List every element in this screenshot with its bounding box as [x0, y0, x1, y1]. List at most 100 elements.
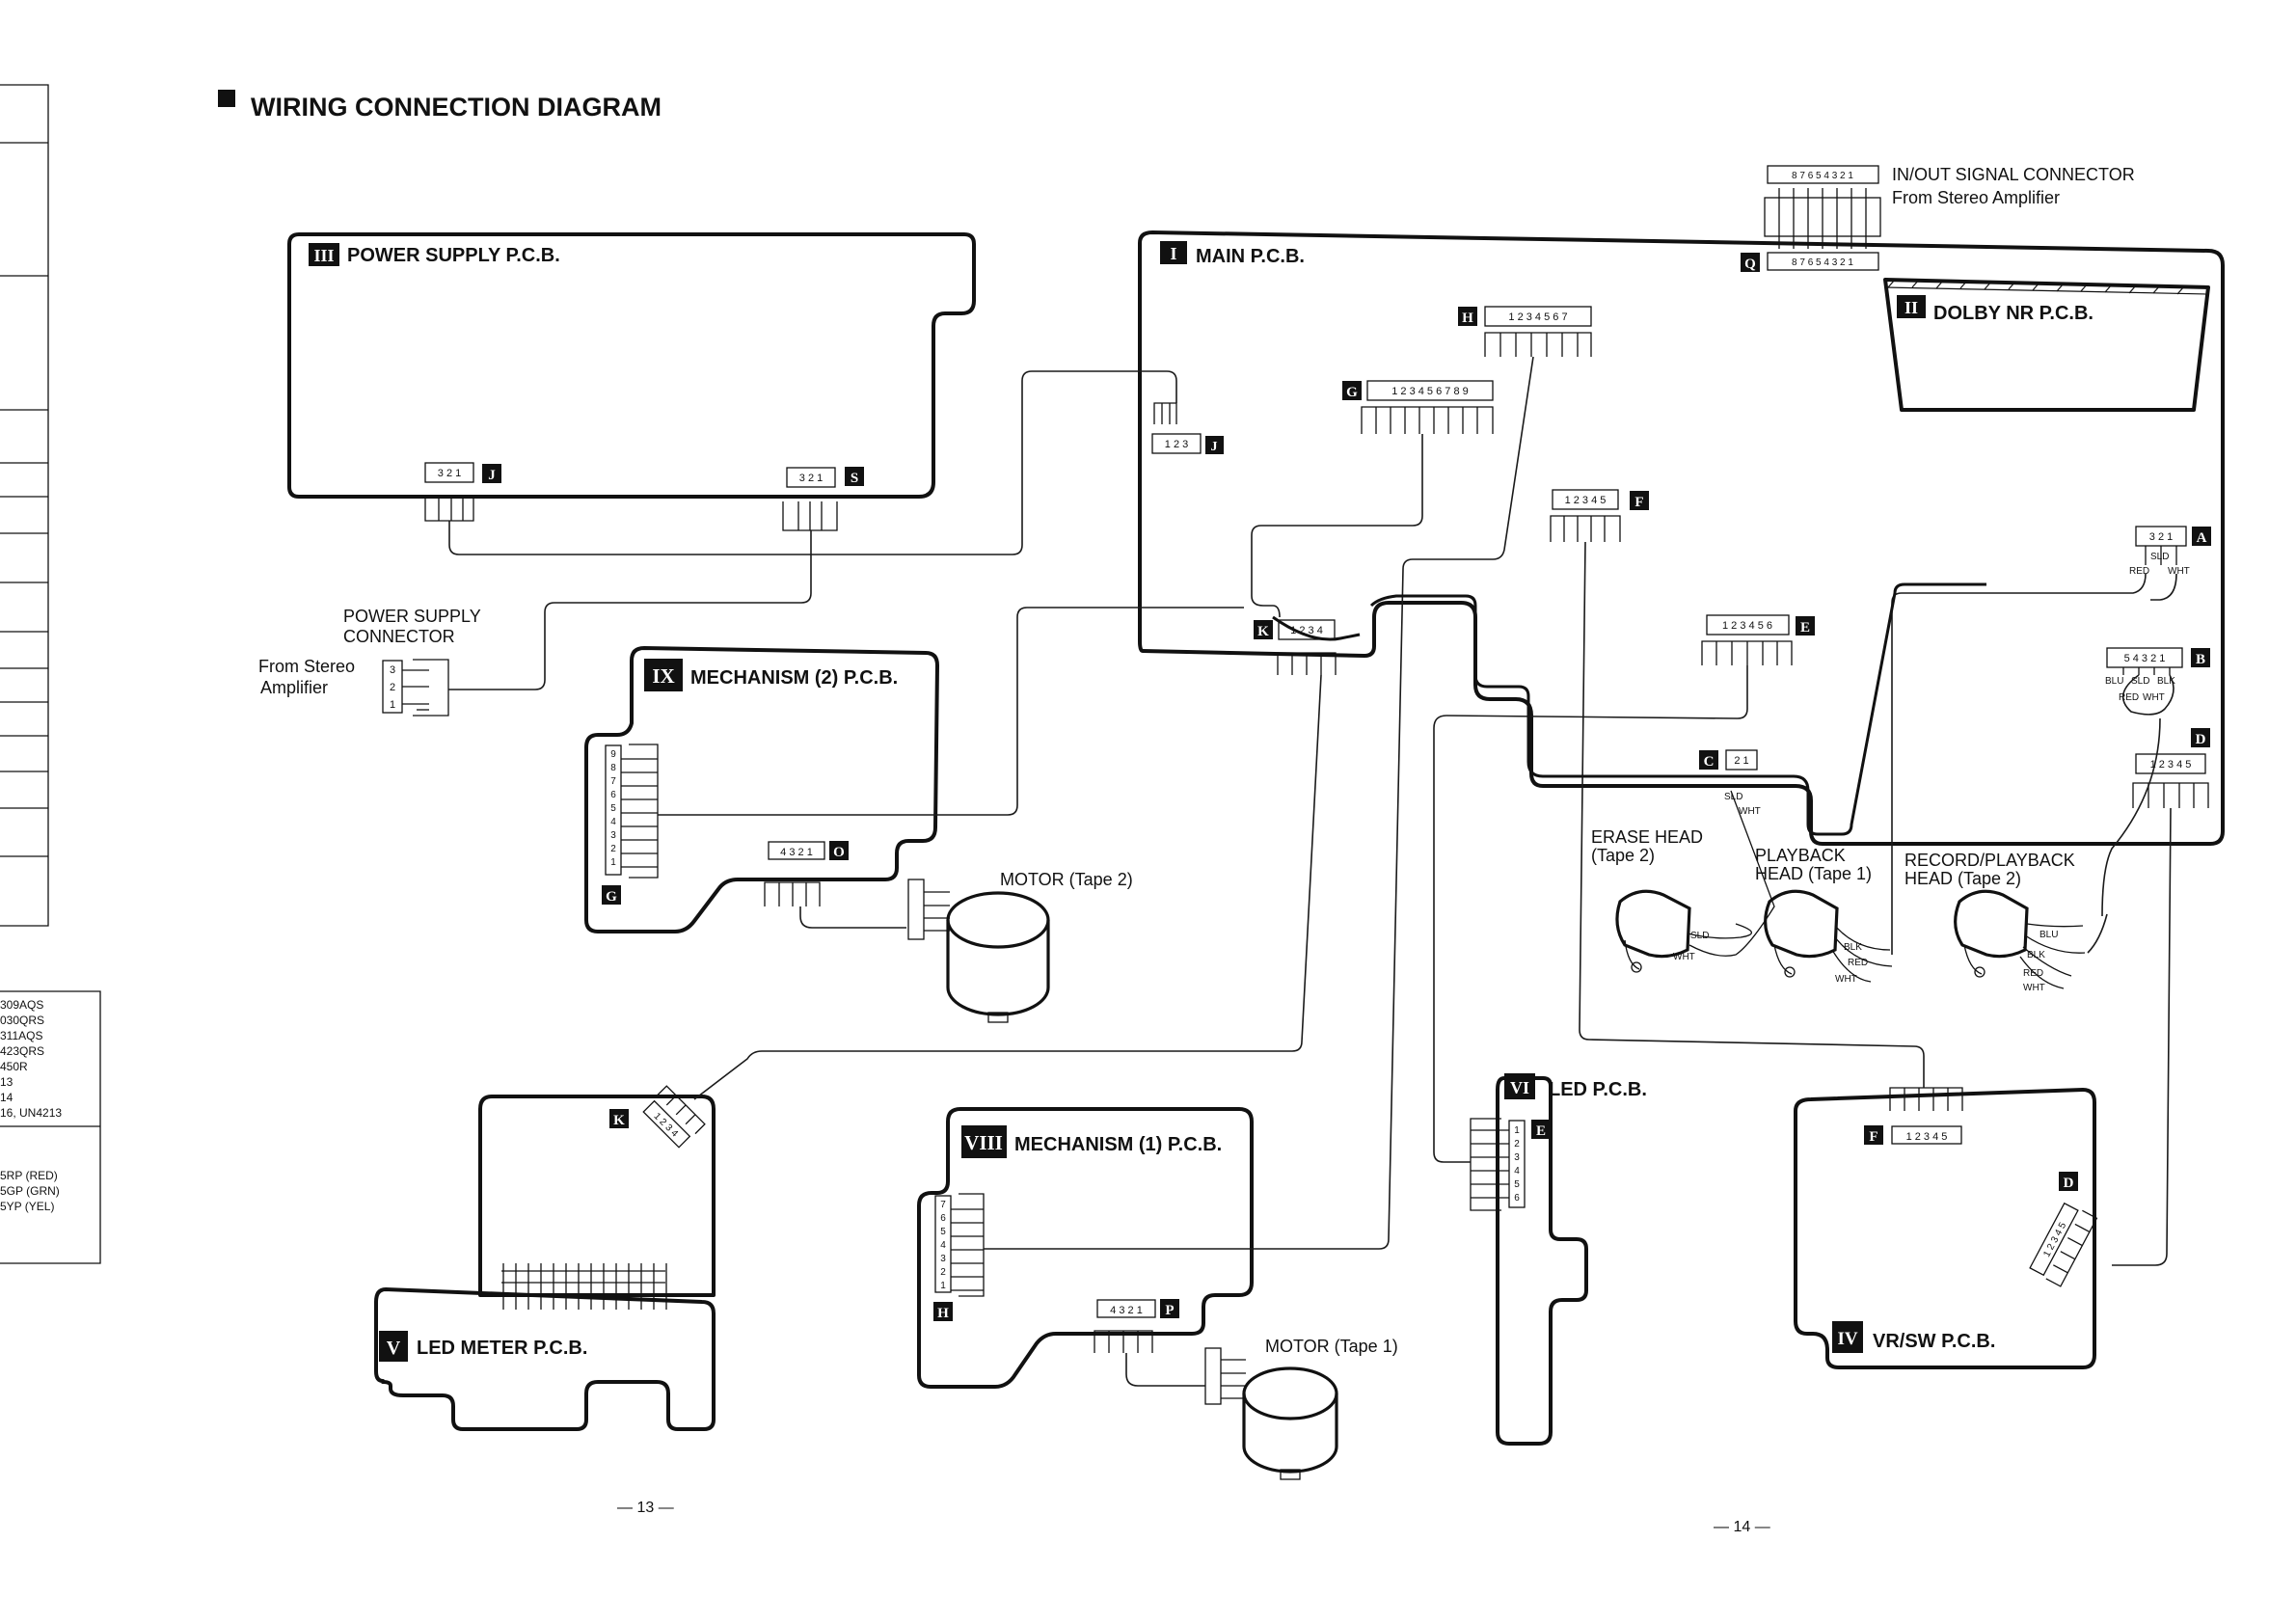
pin-number: 3 [940, 1254, 946, 1264]
wire-color: BLU [2039, 930, 2058, 940]
mechanism-2-pcb: IX MECHANISM (2) P.C.B. 9 8 7 6 5 4 3 2 … [584, 646, 939, 933]
pin-numbers: 1 2 3 4 5 [1565, 495, 1607, 506]
connector-label: K [1257, 624, 1269, 639]
pin-numbers: 1 2 3 4 [1290, 625, 1323, 636]
motor-label: MOTOR (Tape 1) [1265, 1337, 1398, 1356]
connector-label: A [2197, 530, 2207, 546]
board-title: MECHANISM (2) P.C.B. [690, 667, 898, 689]
head-label: HEAD (Tape 1) [1755, 864, 1872, 883]
connector-label: G [606, 889, 617, 905]
pin-number: 2 [940, 1267, 946, 1278]
connector-label: H [937, 1306, 949, 1321]
pin-numbers: 3 2 1 [799, 473, 823, 484]
head-label: PLAYBACK [1755, 846, 1846, 865]
pin-numbers: 3 2 1 [438, 468, 461, 479]
wire-color: RED [2023, 968, 2043, 979]
wiring-harness [448, 356, 2177, 1387]
part-list-item: 5RP (RED) [0, 1169, 58, 1182]
record-playback-head-tape-2: RECORD/PLAYBACK HEAD (Tape 2) BLU BLK RE… [1904, 851, 2086, 993]
connector-label: S [851, 471, 858, 486]
wire-color: WHT [1739, 806, 1761, 817]
pin-number: 5 [1514, 1179, 1520, 1190]
title-bullet-icon [218, 90, 235, 107]
pin-numbers: 1 2 3 4 [652, 1111, 681, 1140]
part-list-item: 14 [0, 1091, 14, 1104]
led-pcb: VI LED P.C.B. 1 2 3 4 5 6 E [1470, 1073, 1647, 1446]
board-number: IV [1837, 1329, 1857, 1349]
pin-numbers: 5 4 3 2 1 [2124, 653, 2166, 664]
part-list-item: 309AQS [0, 998, 43, 1012]
connector-label: Q [1744, 257, 1756, 272]
wire-color: RED [1848, 958, 1868, 968]
pin-number: 3 [390, 664, 395, 676]
pin-numbers: 1 2 3 4 5 6 7 8 9 [1391, 386, 1469, 397]
pin-numbers: 8 7 6 5 4 3 2 1 [1792, 257, 1853, 268]
part-list-item: 423QRS [0, 1044, 44, 1058]
pin-numbers: 1 2 3 [1165, 439, 1188, 450]
pin-numbers: 4 3 2 1 [780, 847, 813, 858]
connector-label: C [1704, 754, 1715, 770]
pin-number: 5 [610, 803, 616, 814]
page-number-right: — 14 — [1714, 1519, 1770, 1535]
playback-head-tape-1: PLAYBACK HEAD (Tape 1) BLK RED WHT [1755, 846, 1893, 985]
pin-numbers: 4 3 2 1 [1110, 1305, 1143, 1316]
mechanism-1-pcb: VIII MECHANISM (1) P.C.B. 7 6 5 4 3 2 1 … [917, 1107, 1254, 1389]
part-list-item: 13 [0, 1075, 14, 1089]
motor-label: MOTOR (Tape 2) [1000, 870, 1133, 889]
power-supply-connector: POWER SUPPLY CONNECTOR From Stereo Ampli… [258, 607, 481, 717]
pin-numbers: 1 2 3 4 5 6 7 [1508, 311, 1567, 323]
from-amp-label: Amplifier [260, 678, 328, 697]
connector-label: D [2196, 732, 2206, 747]
part-list-item: 311AQS [0, 1029, 42, 1042]
led-meter-pcb: V LED METER P.C.B. K 1 2 3 4 [374, 1085, 716, 1431]
page-title: WIRING CONNECTION DIAGRAM [251, 93, 662, 122]
pin-number: 2 [1514, 1139, 1520, 1150]
pin-number: 1 [1514, 1125, 1520, 1136]
wire-color: RED [2119, 692, 2139, 703]
wire-color: BLK [2027, 950, 2045, 960]
inout-signal-connector: 8 7 6 5 4 3 2 1 8 7 6 5 4 3 2 1 Q IN/OUT… [1741, 165, 2135, 272]
part-list-item: 5YP (YEL) [0, 1200, 54, 1213]
part-list: 309AQS 030QRS 311AQS 423QRS 450R 13 14 1… [0, 998, 62, 1213]
wire-color: WHT [2143, 692, 2165, 703]
connector-label: D [2064, 1176, 2074, 1191]
board-title: MAIN P.C.B. [1196, 246, 1305, 267]
pin-numbers: 3 2 1 [2149, 531, 2173, 543]
vr-sw-pcb: IV VR/SW P.C.B. 1 2 3 4 5 F D 1 2 3 4 5 [1794, 1087, 2098, 1369]
pin-number: 7 [940, 1200, 946, 1210]
connector-label: B [2196, 652, 2205, 667]
board-number: I [1170, 244, 1176, 263]
from-amp-label: From Stereo [258, 657, 355, 676]
part-list-item: 5GP (GRN) [0, 1184, 60, 1198]
pin-number: 9 [610, 749, 616, 760]
wire-color: BLK [2157, 676, 2175, 687]
head-label: (Tape 2) [1591, 846, 1655, 865]
pin-number: 1 [390, 699, 395, 711]
erase-head: ERASE HEAD (Tape 2) SLD WHT [1591, 790, 1775, 973]
part-list-item: 030QRS [0, 1014, 44, 1027]
wire-color: BLK [1844, 942, 1862, 953]
board-number: VI [1510, 1078, 1529, 1097]
wire-color: SLD [2150, 552, 2169, 562]
pin-number: 4 [1514, 1166, 1520, 1177]
pin-number: 5 [940, 1227, 946, 1237]
wire-color: SLD [2131, 676, 2149, 687]
connector-label: E [1800, 620, 1810, 636]
pin-number: 1 [610, 857, 616, 868]
pin-number: 2 [610, 844, 616, 854]
pin-number: 3 [610, 830, 616, 841]
pin-number: 4 [610, 817, 616, 827]
pin-number: 3 [1514, 1152, 1520, 1163]
connector-label: K [613, 1113, 625, 1128]
connector-label: H [1462, 311, 1473, 326]
power-supply-pcb: III POWER SUPPLY P.C.B. 3 2 1 J 3 2 1 S [287, 232, 976, 531]
head-label: ERASE HEAD [1591, 827, 1703, 847]
board-number: VIII [964, 1131, 1003, 1154]
connector-label: O [833, 845, 845, 860]
wire-color: WHT [2168, 566, 2190, 577]
connector-label: F [1869, 1129, 1877, 1145]
ps-connector-label: POWER SUPPLY [343, 607, 481, 626]
pin-numbers: 2 1 [1734, 755, 1748, 767]
pin-number: 2 [390, 682, 395, 693]
